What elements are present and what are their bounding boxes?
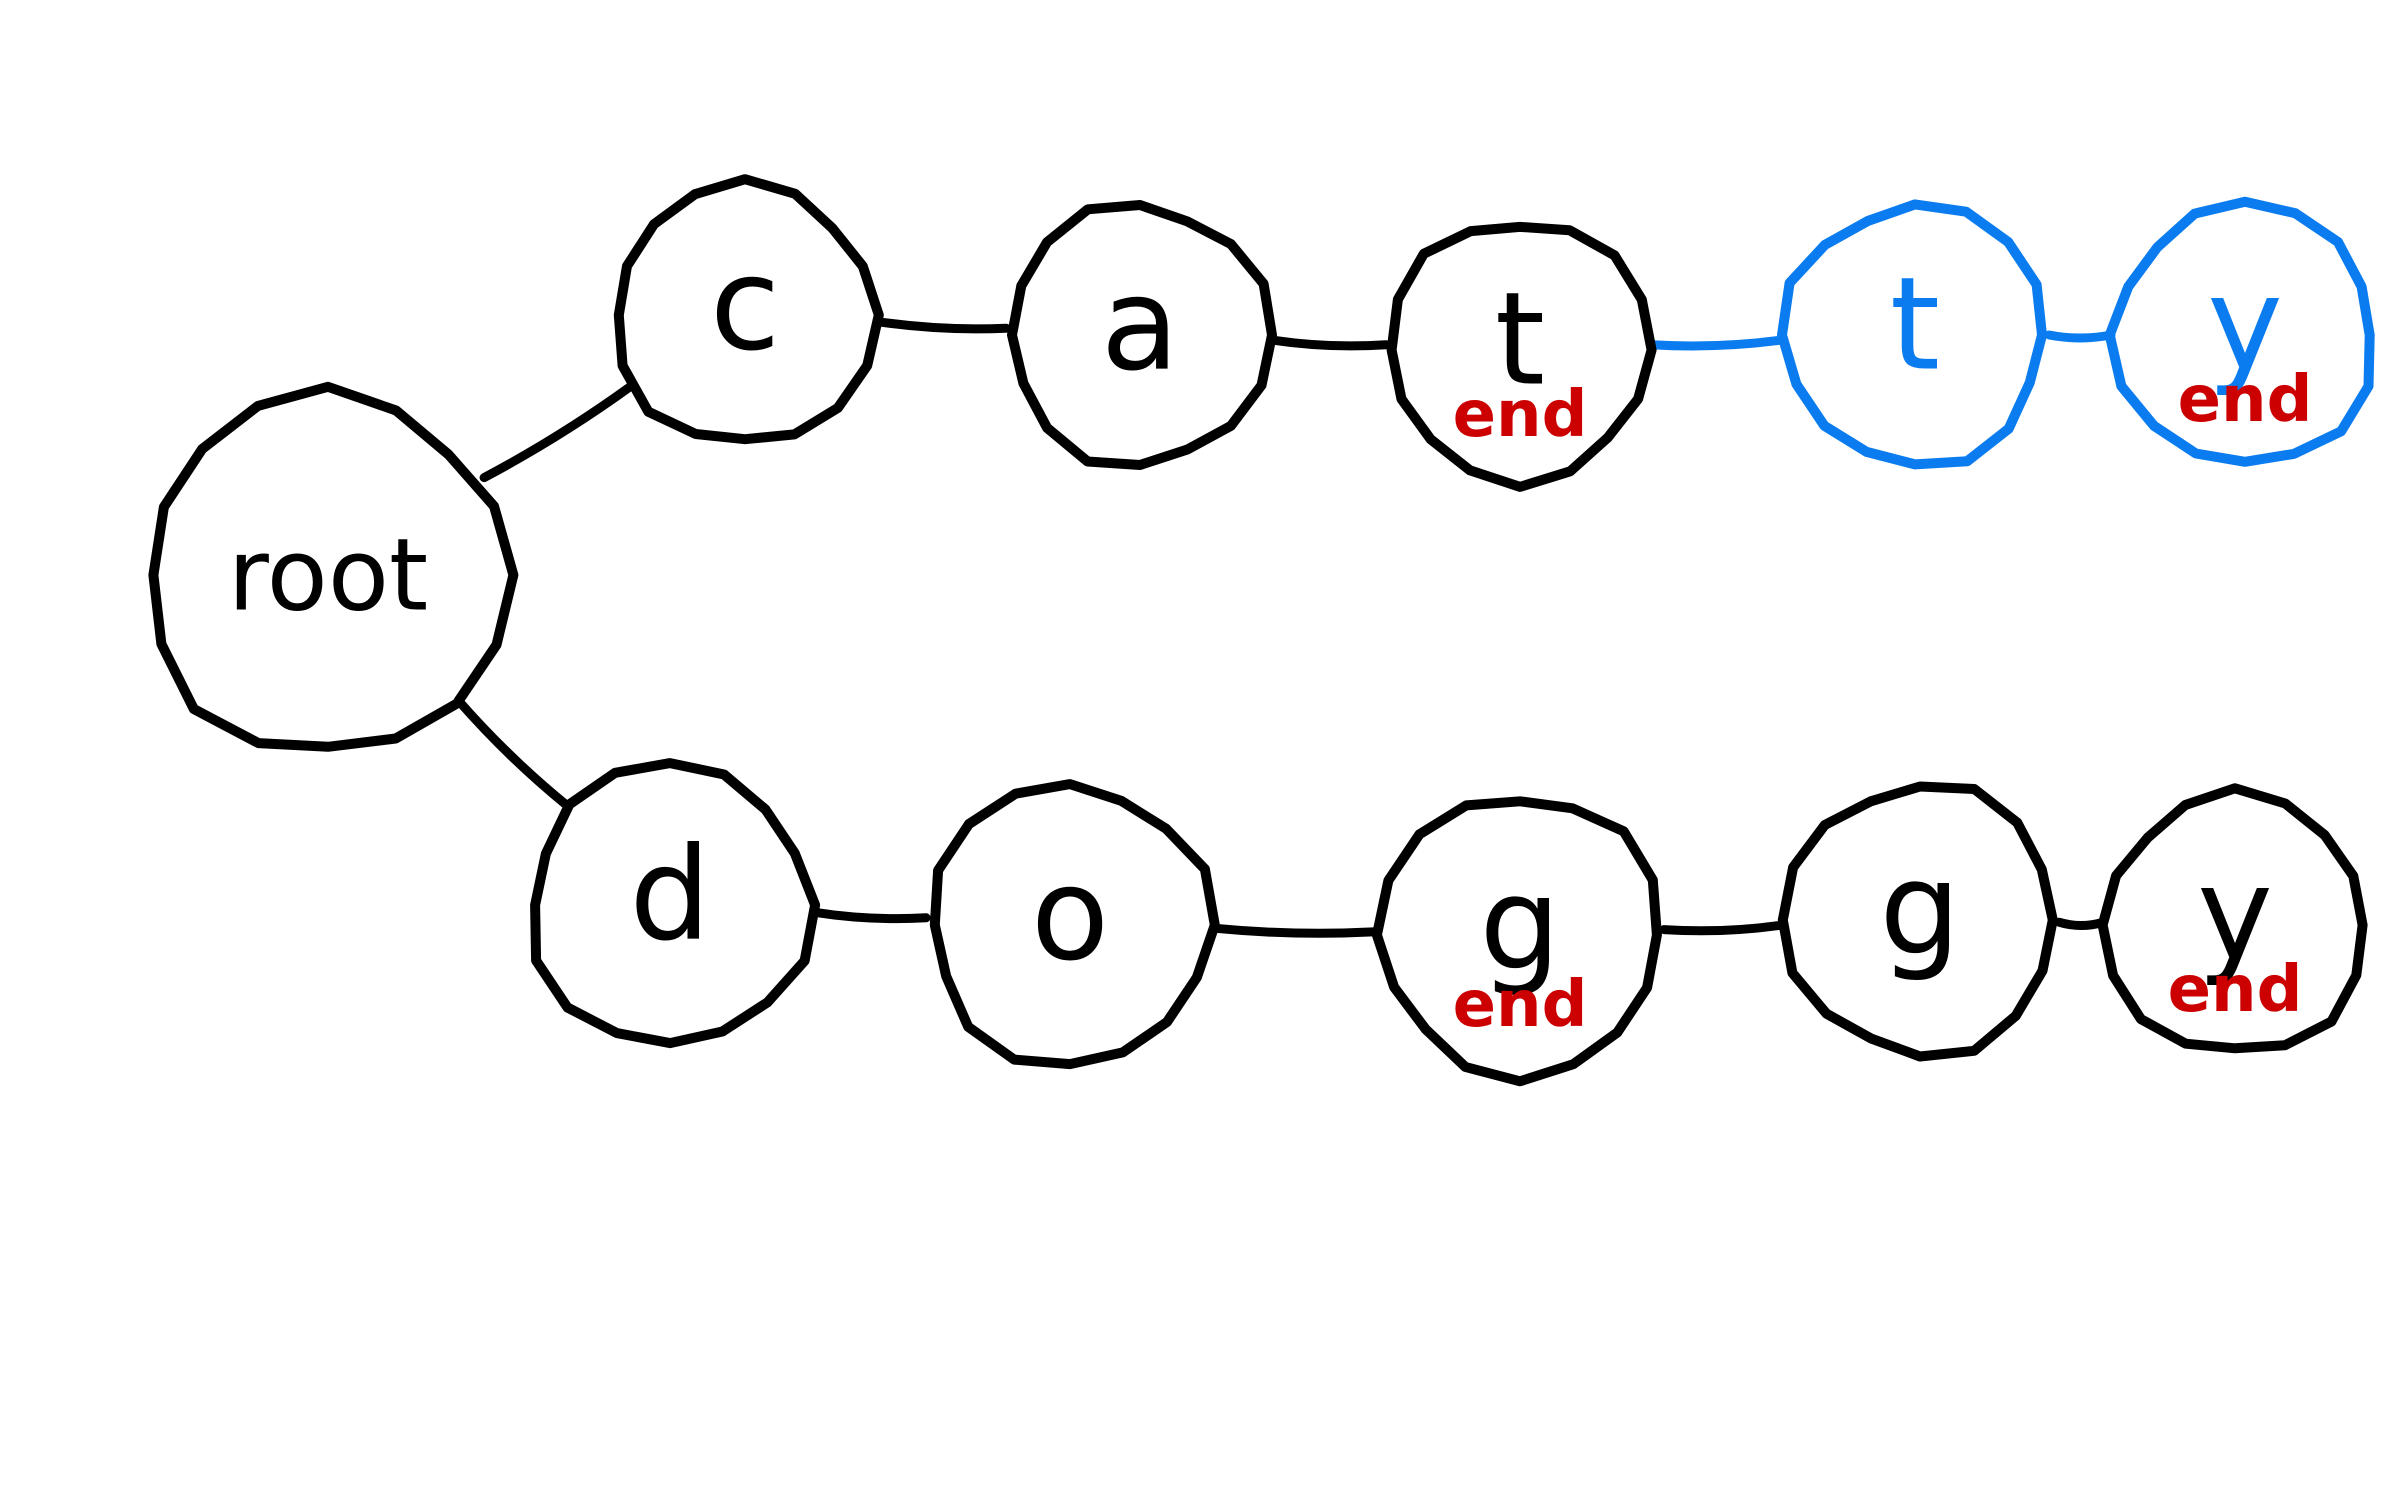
edge-a-to-t1 [1269,335,1391,351]
end-marker: end [1453,968,1588,1042]
end-marker: end [2168,953,2303,1027]
node-circle [1777,781,2058,1062]
node-circle [1777,199,2047,470]
edge-o-to-g1 [1209,923,1381,938]
node-letter: t [1495,266,1545,415]
node-circle [530,758,821,1049]
trie-node-g2: g [1777,781,2058,1062]
node-letter: a [1101,251,1179,400]
node-letter: g [1479,851,1560,1000]
trie-node-t2: t [1777,199,2047,470]
node-circle [2104,196,2375,467]
edge-root-to-d [455,698,571,810]
node-letter: y [2207,251,2283,400]
edge-d-to-o [809,907,931,924]
edge-g1-to-g2 [1659,920,1786,936]
node-letter: y [2197,841,2273,990]
node-circle [613,174,884,445]
edge-root-to-c [479,381,636,483]
node-letter: t [1890,251,1940,400]
edge-t1-to-t2 [1649,335,1786,351]
node-letter: g [1879,836,1960,985]
root-node: root [148,381,519,752]
trie-node-c: c [613,174,884,445]
edge-t2-to-y1 [2044,330,2116,343]
node-circle [1007,200,1277,470]
node-circle [1386,221,1657,492]
root-label: root [228,517,429,634]
edge-c-to-a [874,317,1011,334]
end-marker: end [1453,378,1588,452]
edges-layer [455,317,2116,938]
end-marker: end [2178,363,2313,437]
root-node-circle [148,381,519,752]
node-letter: o [1031,841,1109,990]
trie-node-d: d [530,758,821,1049]
edge-g2-to-y2 [2054,917,2106,931]
node-letter: d [629,821,710,970]
node-letter: c [710,231,780,380]
node-circle [2097,783,2368,1054]
node-circle [929,779,1220,1070]
trie-node-a: a [1007,200,1277,470]
trie-node-o: o [929,779,1220,1070]
node-circle [1371,796,1662,1087]
